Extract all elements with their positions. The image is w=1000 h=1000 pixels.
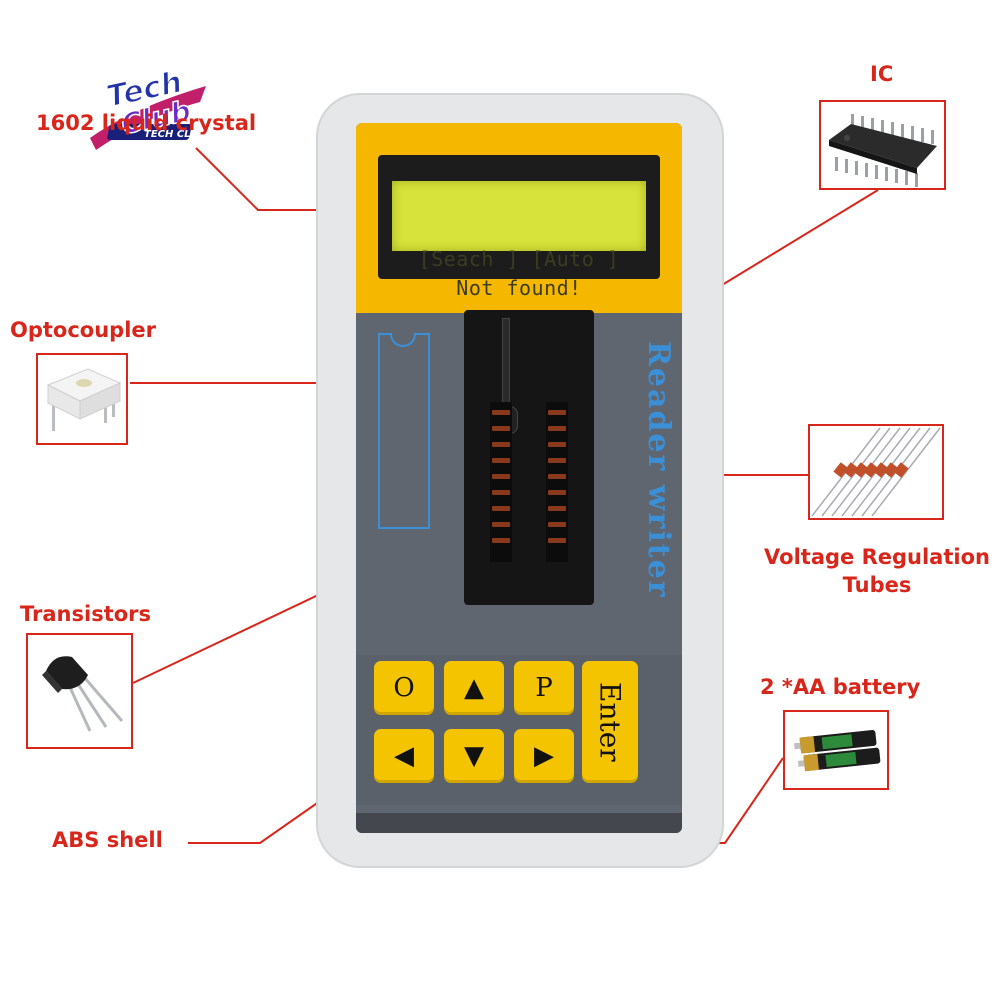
label-abs-shell: ABS shell — [52, 828, 163, 852]
zif-socket[interactable] — [464, 310, 594, 605]
inset-optocoupler — [36, 353, 128, 445]
label-optocoupler: Optocoupler — [10, 318, 157, 342]
lcd-frame: [Seach ] [Auto ] Not found! — [356, 123, 682, 313]
lcd-line-2: Not found! — [456, 276, 582, 300]
logo-tagline: TECH CLUB — [144, 129, 206, 140]
label-battery: 2 *AA battery — [760, 675, 921, 699]
label-ic: IC — [870, 62, 894, 86]
ic-tester-device: [Seach ] [Auto ] Not found! Reader writer — [316, 93, 724, 868]
zif-pin-column-right — [546, 402, 568, 562]
leader-abs-shell — [188, 791, 334, 844]
ic-notch — [390, 333, 416, 347]
logo-banner — [107, 124, 192, 140]
optocoupler-icon — [46, 368, 122, 431]
inset-transistor — [26, 633, 133, 749]
transistor-icon — [42, 656, 124, 732]
zener-diode-icon — [811, 427, 941, 517]
lcd-line-1: [Seach ] [Auto ] — [418, 247, 620, 271]
label-lcd: 1602 liquid crystal — [36, 111, 257, 135]
key-p-button[interactable]: P — [514, 661, 574, 715]
brand-text: Reader writer — [641, 341, 676, 599]
key-right-button[interactable]: ▶ — [514, 729, 574, 783]
key-enter-button[interactable]: Enter — [582, 661, 638, 783]
tech-club-logo: Tech Club TECH CLUB — [90, 68, 206, 150]
zif-lever[interactable] — [502, 318, 510, 412]
keypad: O ▲ P Enter ◀ ▼ ▶ — [356, 655, 682, 805]
label-zener: Voltage Regulation Tubes — [764, 545, 990, 597]
label-transistors: Transistors — [20, 602, 152, 626]
ic-chip-icon — [829, 114, 937, 187]
device-face: [Seach ] [Auto ] Not found! Reader writer — [356, 123, 682, 833]
label-zener-line1: Voltage Regulation — [764, 545, 990, 569]
lcd-screen: [Seach ] [Auto ] Not found! — [392, 181, 646, 300]
key-left-button[interactable]: ◀ — [374, 729, 434, 783]
inset-zener-diodes — [808, 424, 944, 520]
inset-battery — [783, 710, 889, 790]
label-zener-line2: Tubes — [842, 573, 912, 598]
inset-ic — [819, 100, 946, 190]
ic-outline-graphic — [378, 333, 430, 529]
key-o-button[interactable]: O — [374, 661, 434, 715]
zif-pin-column-left — [490, 402, 512, 562]
key-down-button[interactable]: ▼ — [444, 729, 504, 783]
key-up-button[interactable]: ▲ — [444, 661, 504, 715]
bottom-strip — [356, 813, 682, 833]
aa-battery-icon — [794, 729, 881, 772]
lcd-bezel: [Seach ] [Auto ] Not found! — [378, 155, 660, 300]
